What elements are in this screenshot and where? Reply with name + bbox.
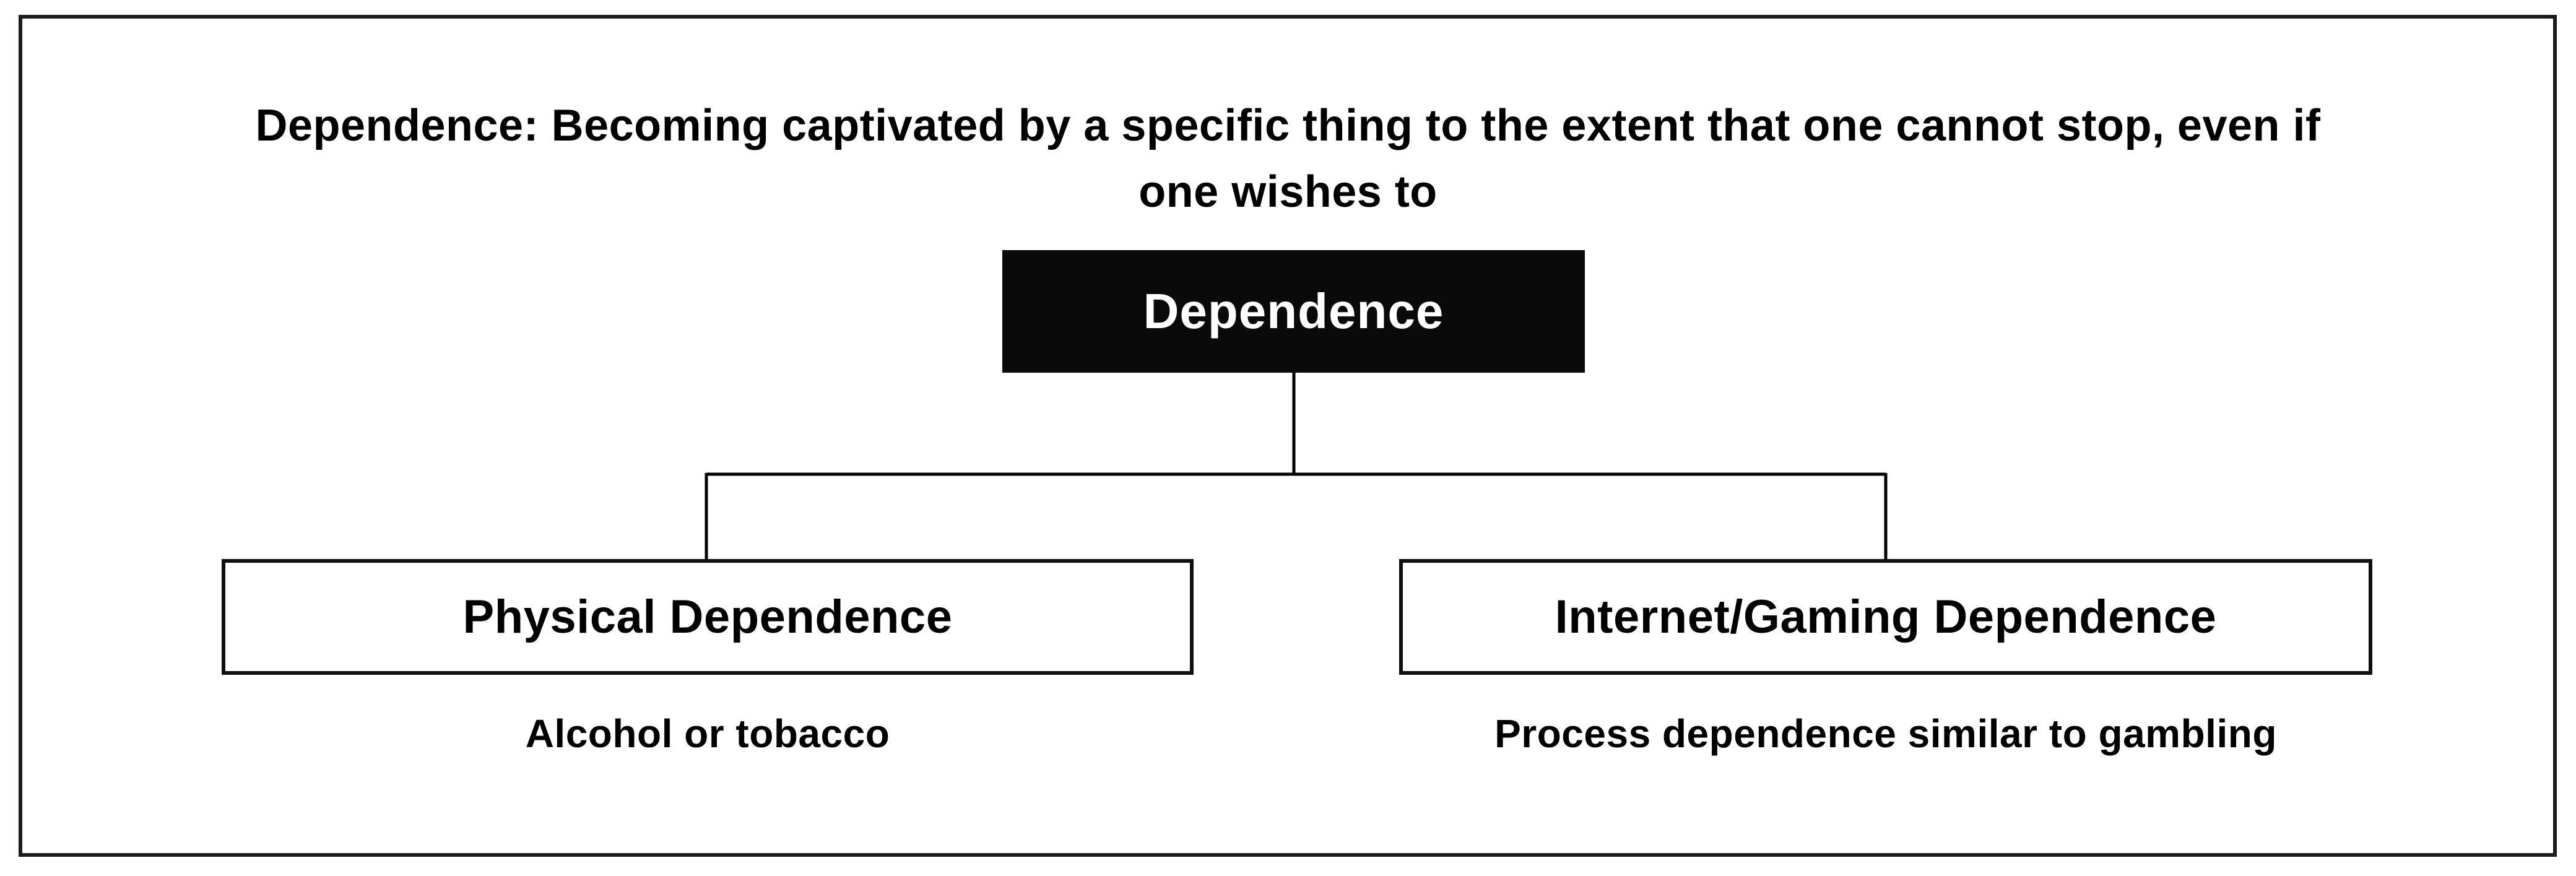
node-internet-gaming-dependence-label: Internet/Gaming Dependence [1555,591,2217,643]
note-physical-dependence: Alcohol or tobacco [525,711,890,756]
diagram-title-line1: Dependence: Becoming captivated by a spe… [255,101,2321,150]
node-physical-dependence-label: Physical Dependence [462,591,953,643]
node-physical-dependence: Physical Dependence [222,559,1194,675]
note-internet-gaming-dependence: Process dependence similar to gambling [1494,711,2277,756]
node-dependence: Dependence [1002,250,1585,373]
node-dependence-label: Dependence [1143,284,1444,339]
node-internet-gaming-dependence: Internet/Gaming Dependence [1399,559,2372,675]
diagram-title: Dependence: Becoming captivated by a spe… [0,93,2576,225]
diagram-frame [19,15,2557,857]
diagram-title-line2: one wishes to [1138,167,1438,217]
